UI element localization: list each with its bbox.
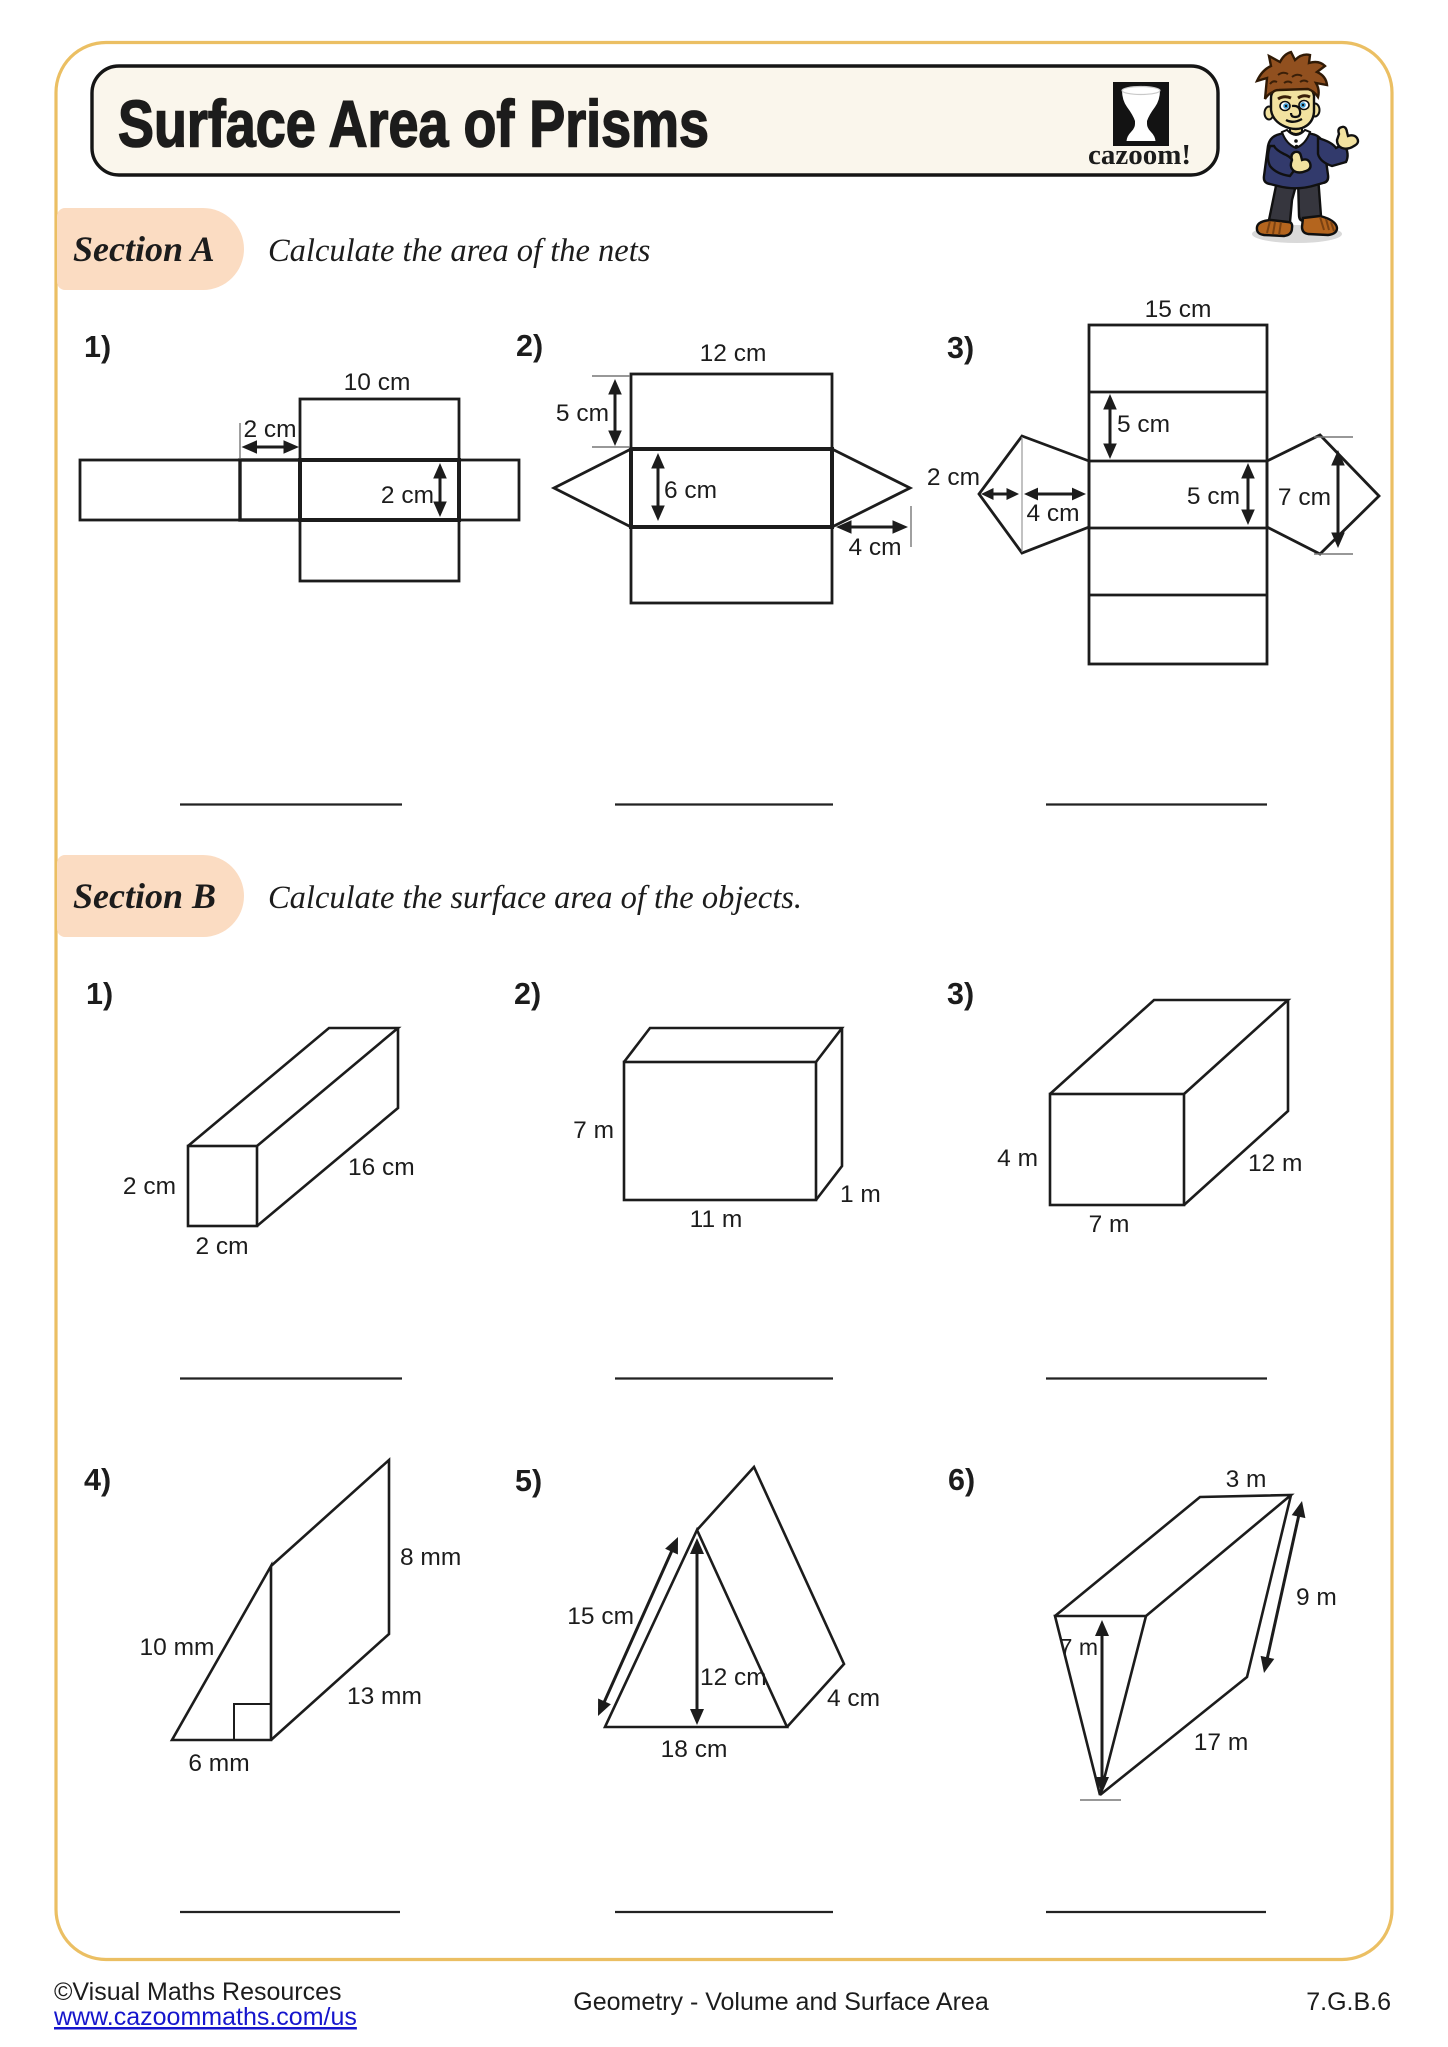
svg-text:Calculate the surface area of: Calculate the surface area of the object… <box>268 880 802 916</box>
svg-text:Section B: Section B <box>73 876 216 916</box>
svg-text:4 m: 4 m <box>997 1145 1038 1172</box>
svg-text:2 cm: 2 cm <box>123 1173 176 1200</box>
svg-text:15 cm: 15 cm <box>1145 296 1212 323</box>
svg-text:3): 3) <box>947 977 974 1011</box>
svg-text:2 cm: 2 cm <box>195 1233 248 1260</box>
svg-text:7 cm: 7 cm <box>1278 484 1331 511</box>
svg-text:4): 4) <box>84 1463 111 1497</box>
svg-text:18 cm: 18 cm <box>661 1736 728 1763</box>
svg-text:2): 2) <box>516 329 543 363</box>
svg-text:cazoom!: cazoom! <box>1088 140 1191 171</box>
svg-text:4 cm: 4 cm <box>1026 500 1079 527</box>
svg-text:Section A: Section A <box>73 229 215 269</box>
svg-text:12 cm: 12 cm <box>700 1664 767 1691</box>
svg-text:1 m: 1 m <box>840 1181 881 1208</box>
svg-text:5): 5) <box>515 1464 542 1498</box>
svg-text:5 cm: 5 cm <box>556 400 609 427</box>
svg-text:17 m: 17 m <box>1194 1729 1248 1756</box>
svg-text:5 cm: 5 cm <box>1117 411 1170 438</box>
svg-text:6 cm: 6 cm <box>664 477 717 504</box>
svg-text:9 m: 9 m <box>1296 1584 1337 1611</box>
svg-text:10 mm: 10 mm <box>140 1634 215 1661</box>
svg-text:10 cm: 10 cm <box>344 369 411 396</box>
svg-text:8 mm: 8 mm <box>400 1544 461 1571</box>
svg-text:3): 3) <box>947 331 974 365</box>
svg-text:7 m: 7 m <box>1060 1634 1098 1660</box>
svg-text:www.cazoommaths.com/us: www.cazoommaths.com/us <box>53 2003 357 2031</box>
svg-text:7 m: 7 m <box>1089 1211 1130 1238</box>
svg-text:6): 6) <box>948 1463 975 1497</box>
svg-text:4 cm: 4 cm <box>827 1685 880 1712</box>
svg-text:12 m: 12 m <box>1248 1150 1302 1177</box>
svg-text:5 cm: 5 cm <box>1187 483 1240 510</box>
svg-text:4 cm: 4 cm <box>848 534 901 561</box>
svg-text:Geometry - Volume and Surface: Geometry - Volume and Surface Area <box>573 1988 989 2016</box>
svg-text:Calculate the area of the nets: Calculate the area of the nets <box>268 233 650 269</box>
svg-text:2 cm: 2 cm <box>927 464 980 491</box>
svg-text:2 cm: 2 cm <box>243 416 296 443</box>
svg-text:7.G.B.6: 7.G.B.6 <box>1306 1988 1391 2016</box>
svg-text:13 mm: 13 mm <box>347 1683 422 1710</box>
svg-text:2 cm: 2 cm <box>381 482 434 509</box>
svg-text:12 cm: 12 cm <box>700 340 767 367</box>
svg-text:15 cm: 15 cm <box>567 1603 634 1630</box>
svg-text:1): 1) <box>86 977 113 1011</box>
svg-text:Surface Area of Prisms: Surface Area of Prisms <box>118 87 709 161</box>
svg-text:©Visual Maths Resources: ©Visual Maths Resources <box>54 1978 342 2006</box>
svg-text:16 cm: 16 cm <box>348 1154 415 1181</box>
svg-text:7 m: 7 m <box>573 1117 614 1144</box>
svg-text:1): 1) <box>84 330 111 364</box>
svg-text:6 mm: 6 mm <box>188 1750 249 1777</box>
svg-text:3 m: 3 m <box>1226 1466 1267 1493</box>
svg-text:11 m: 11 m <box>690 1206 743 1233</box>
svg-text:2): 2) <box>514 977 541 1011</box>
